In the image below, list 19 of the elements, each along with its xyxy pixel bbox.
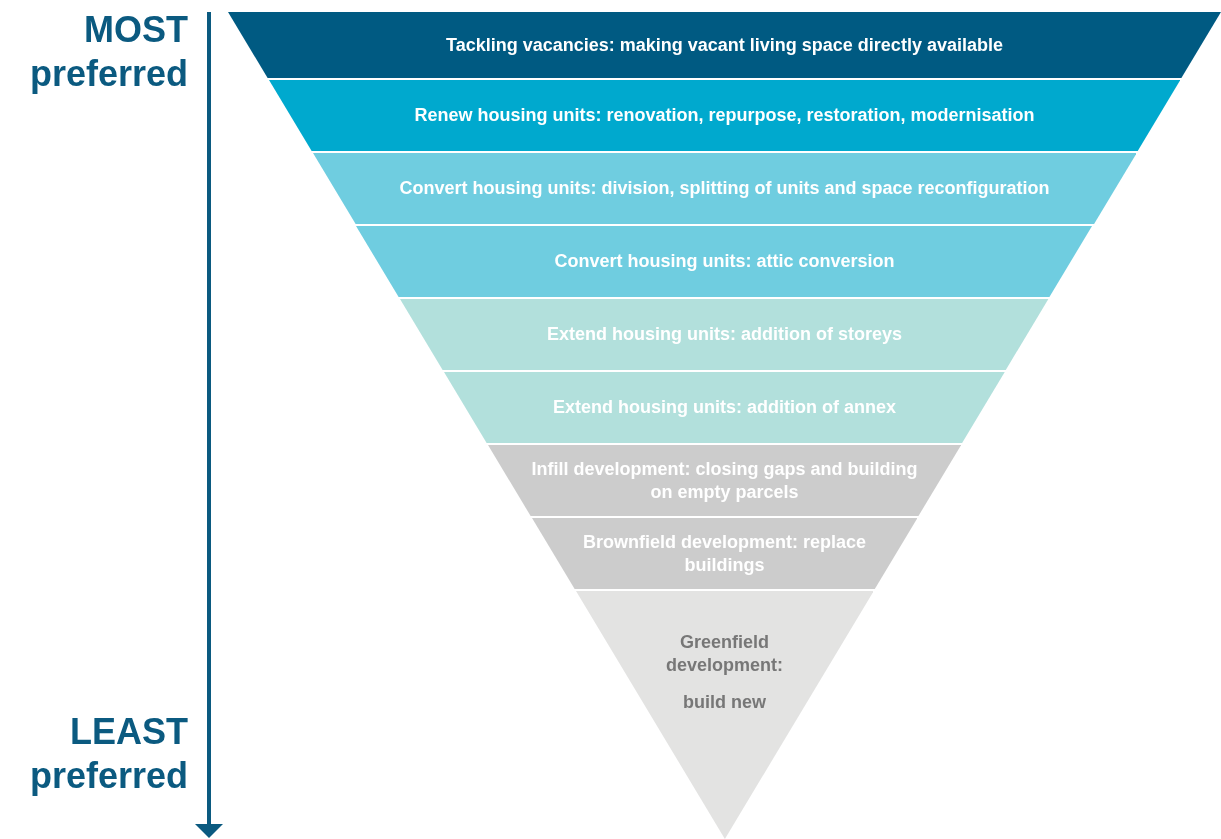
tier-label: Extend housing units: addition of storeys [546,323,903,346]
tier-label: Renew housing units: renovation, repurpose, restoration, modernisation [413,104,1036,127]
tier-label: build new [682,691,767,714]
pyramid-tier [356,226,1093,297]
tier-label: Greenfield development: [664,631,784,677]
pyramid-tier [575,591,874,839]
scale-label: MOST preferred [28,8,188,96]
pyramid-tier [312,153,1137,224]
tier-label: Convert housing units: division, splitting of units and space reconfiguration [398,177,1051,200]
scale-label: LEAST preferred [28,710,188,798]
pyramid-tier [531,518,918,589]
tier-label: Extend housing units: addition of annex [552,396,897,419]
pyramid-tier [228,12,1221,78]
pyramid-tier [400,299,1049,370]
pyramid-tier [268,80,1181,151]
pyramid-tier [487,445,962,516]
tier-label: Tackling vacancies: making vacant living space directly available [445,33,1004,57]
pyramid-tier [444,372,1005,443]
tier-label: Convert housing units: attic conversion [553,250,896,273]
